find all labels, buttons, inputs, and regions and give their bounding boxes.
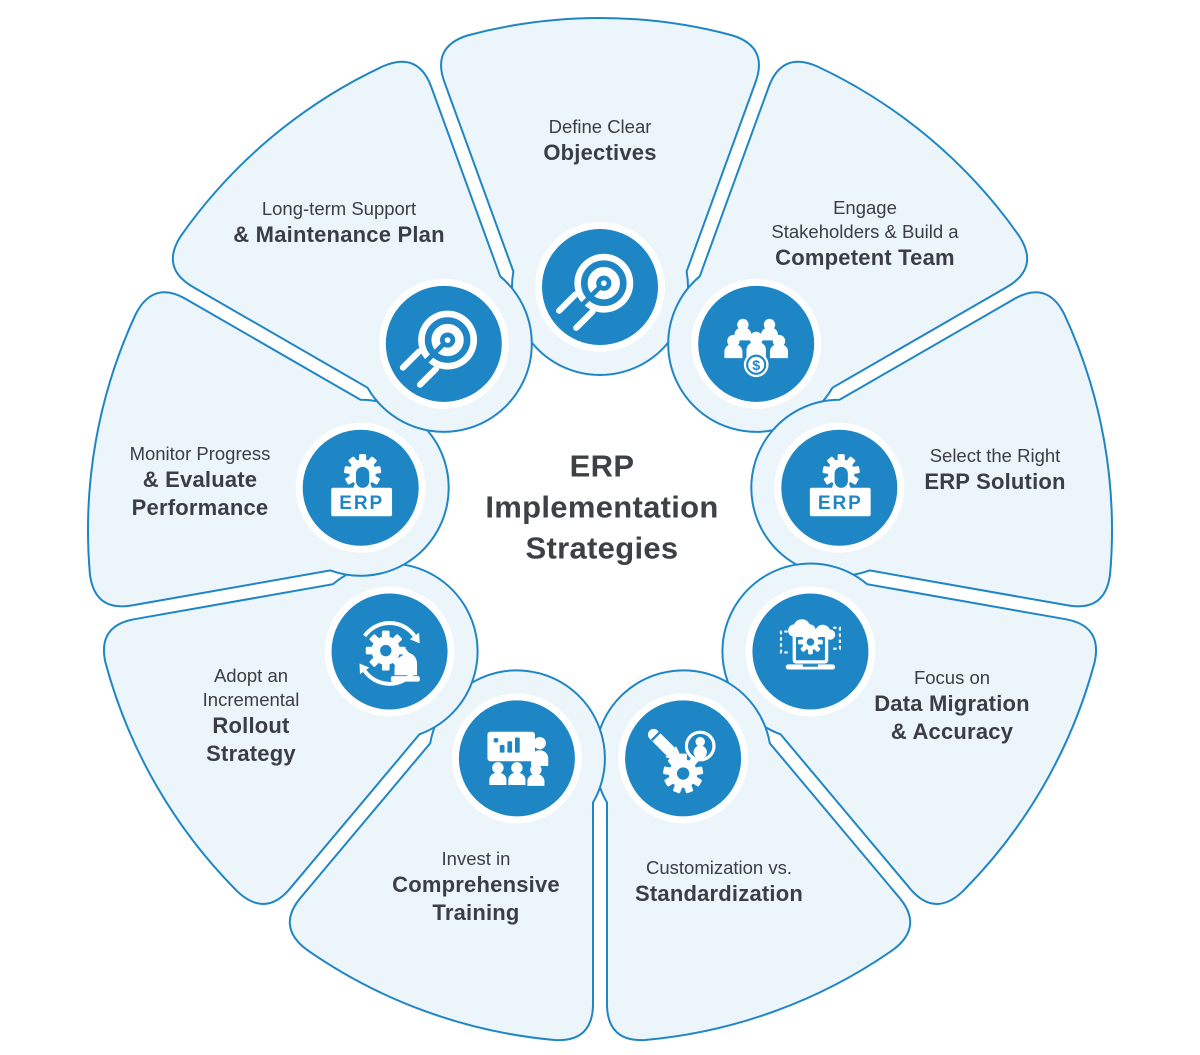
label-regular-line: Invest in: [441, 848, 511, 869]
svg-text:ERP: ERP: [818, 493, 863, 514]
title-line-2: Implementation: [485, 489, 719, 525]
label-customization-vs-standardization: Customization vs. Standardization: [554, 856, 884, 908]
label-bold-line: Objectives: [543, 140, 657, 165]
label-bold-line: Rollout: [212, 713, 290, 738]
cloud-laptop-icon: [745, 586, 876, 717]
label-bold-line: & Accuracy: [890, 719, 1014, 744]
label-regular-line: Focus on: [913, 667, 991, 688]
svg-text:$: $: [752, 358, 760, 374]
training-icon: [451, 693, 582, 824]
label-bold-line: Training: [432, 900, 520, 925]
erp-gear-icon: ERP: [295, 422, 426, 553]
label-bold-line: Performance: [131, 495, 269, 520]
label-bold-line: & Evaluate: [142, 467, 258, 492]
label-regular-line: Stakeholders & Build a: [771, 221, 959, 242]
icon-group: $ ERP: [295, 222, 905, 824]
target-icon: [378, 278, 509, 409]
team-funding-icon: $: [691, 278, 822, 409]
label-regular-line: Select the Right: [929, 445, 1061, 466]
target-icon: [535, 222, 665, 352]
label-regular-line: Adopt an: [213, 665, 289, 686]
center-title: ERP Implementation Strategies: [485, 446, 718, 569]
erp-gear-icon: ERP: [774, 422, 905, 553]
title-line-3: Strategies: [525, 530, 679, 566]
label-regular-line: Engage: [833, 197, 897, 218]
title-line-1: ERP: [569, 448, 635, 484]
label-regular-line: Customization vs.: [646, 857, 792, 878]
petal-define-clear-objectives: [440, 17, 760, 376]
label-regular-line: Monitor Progress: [129, 443, 271, 464]
label-bold-line: Competent Team: [775, 245, 955, 270]
label-bold-line: Comprehensive: [392, 872, 560, 897]
label-regular-line: Incremental: [202, 689, 300, 710]
label-bold-line: & Maintenance Plan: [233, 222, 445, 247]
customization-icon: [618, 693, 749, 824]
label-bold-line: ERP Solution: [924, 469, 1066, 494]
label-bold-line: Data Migration: [874, 691, 1030, 716]
svg-text:ERP: ERP: [339, 493, 384, 514]
label-regular-line: Define Clear: [548, 116, 652, 137]
label-bold-line: Standardization: [634, 881, 803, 906]
label-long-term-support-maintenance-plan: Long-term Support & Maintenance Plan: [159, 197, 519, 249]
label-regular-line: Long-term Support: [261, 198, 417, 219]
label-bold-line: Strategy: [206, 741, 296, 766]
incremental-rollout-icon: [324, 586, 455, 717]
label-focus-data-migration-accuracy: Focus on Data Migration & Accuracy: [802, 666, 1102, 746]
